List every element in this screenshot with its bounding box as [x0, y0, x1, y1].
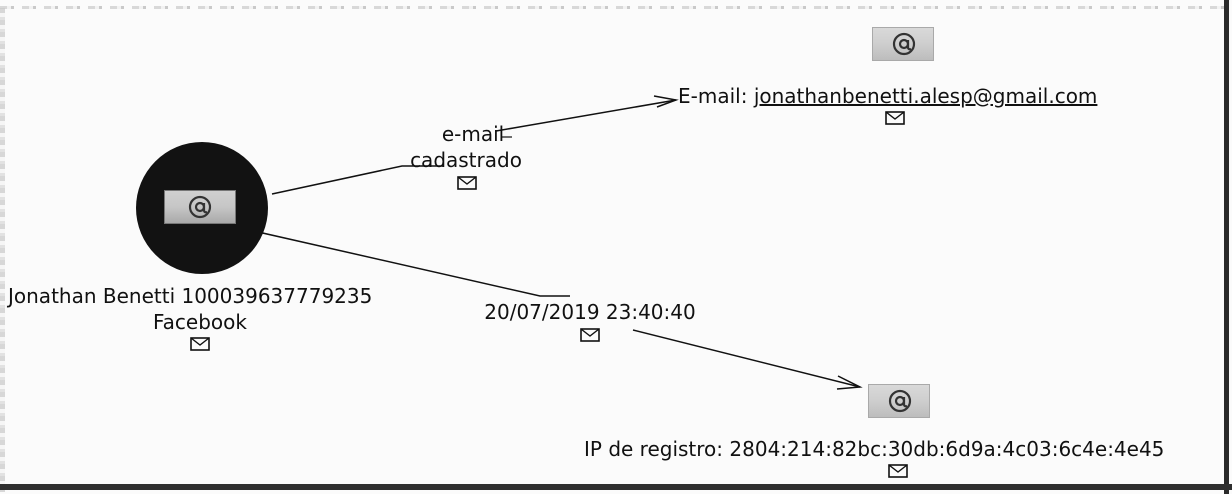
edge-ip-label: 20/07/2019 23:40:40	[484, 300, 696, 324]
source-node[interactable]	[136, 142, 268, 274]
source-node-platform: Facebook	[153, 310, 247, 334]
edge-email-line	[271, 165, 444, 195]
ip-node-label: IP de registro: 2804:214:82bc:30db:6d9a:…	[584, 437, 1165, 461]
edge-ip-line-2	[632, 329, 861, 388]
envelope-icon[interactable]	[190, 337, 210, 351]
envelope-icon[interactable]	[457, 176, 477, 190]
envelope-icon[interactable]	[885, 111, 905, 125]
scan-edge-top	[0, 6, 1232, 9]
arrowhead-ip	[836, 375, 863, 390]
at-sign-icon	[188, 195, 212, 219]
edge-ip-line	[244, 228, 570, 297]
ip-node-badge[interactable]	[868, 384, 930, 418]
email-node-label: E-mail: jonathanbenetti.alesp@gmail.com	[678, 84, 1098, 108]
edge-email-line-2	[495, 99, 677, 132]
at-sign-icon	[888, 389, 912, 413]
scan-edge-bottom	[0, 484, 1232, 490]
source-node-name: Jonathan Benetti 100039637779235	[8, 284, 373, 308]
envelope-icon[interactable]	[580, 328, 600, 342]
envelope-icon[interactable]	[888, 464, 908, 478]
scan-edge-right	[1224, 0, 1229, 494]
email-node-badge[interactable]	[872, 27, 934, 61]
scan-edge-left	[0, 8, 5, 492]
source-node-badge	[164, 190, 236, 224]
email-address-link[interactable]: jonathanbenetti.alesp@gmail.com	[753, 84, 1098, 108]
at-sign-icon	[892, 32, 916, 56]
edge-email-label-line2: cadastrado	[410, 148, 522, 172]
edge-email-label-line1: e-mail	[441, 122, 505, 146]
arrowhead-email	[653, 95, 679, 108]
